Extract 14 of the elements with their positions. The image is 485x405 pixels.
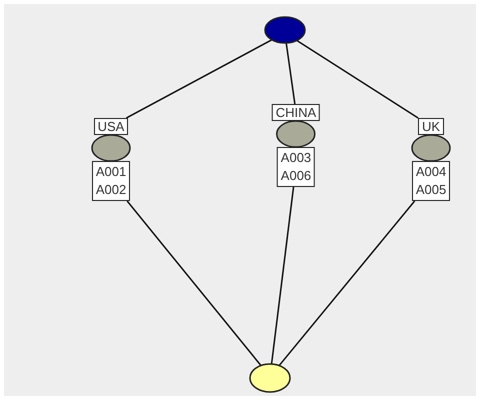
concept-node xyxy=(264,16,306,44)
concept-node xyxy=(249,363,291,393)
connector-line xyxy=(270,186,294,364)
connector-line xyxy=(296,40,419,119)
object-label: A001 A002 xyxy=(92,161,130,201)
attribute-label: USA xyxy=(94,118,128,135)
object-label: A004 A005 xyxy=(412,161,450,201)
connector-line xyxy=(278,200,416,366)
connector-line xyxy=(126,200,262,366)
attribute-label: CHINA xyxy=(272,104,320,121)
connector-line xyxy=(126,39,272,119)
object-label: A003 A006 xyxy=(276,147,316,187)
attribute-label: UK xyxy=(418,118,444,135)
connector-line xyxy=(286,42,296,104)
